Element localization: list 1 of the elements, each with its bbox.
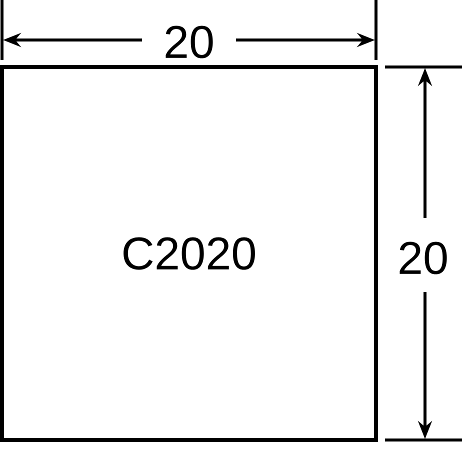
profile-box: C2020 bbox=[0, 65, 378, 442]
